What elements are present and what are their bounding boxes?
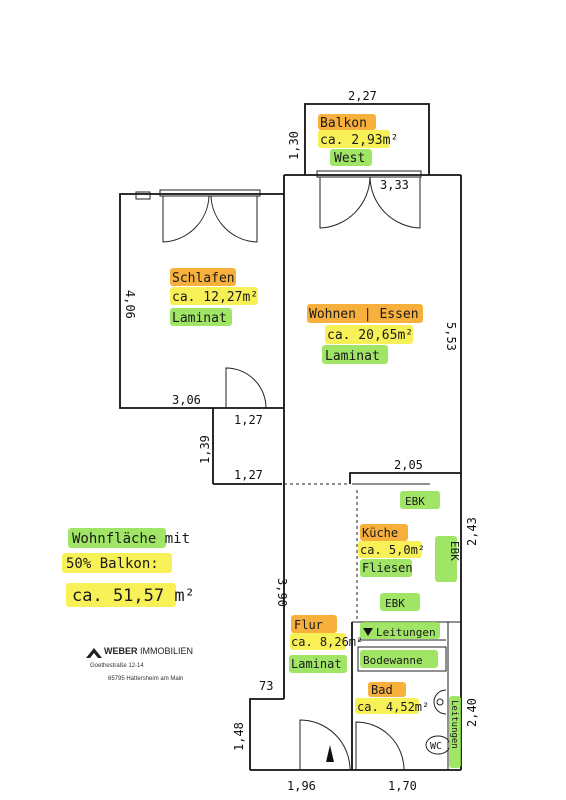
schlafen-area: ca. 12,27m² [172,290,258,305]
dim-kueche-depth: 2,43 [465,517,479,546]
dim-flur-step: 73 [259,679,273,693]
leitungen-side-label: Leitungen [449,700,459,749]
summary-line1: Wohnfläche mit [72,531,190,547]
kitchen-wall [349,472,461,484]
balkon-name: Balkon [320,116,367,131]
leitungen-arrow [363,628,373,636]
weber-immobilien-logo: WEBER IMMOBILIEN Goethestraße 12-14 6579… [84,645,214,690]
sink [433,689,447,715]
summary-line3: ca. 51,57 m² [72,586,195,606]
bad-name: Bad [371,683,393,697]
logo-brand: WEBER IMMOBILIEN [104,646,193,656]
dim-schlafen-width: 3,06 [172,393,201,407]
dim-flur-bottom: 1,48 [232,722,246,751]
walls [119,103,462,771]
bedroom-window-leaf-right [210,195,258,243]
logo-brand-name: WEBER [104,646,138,656]
flur-name: Flur [294,618,323,632]
dim-schlafen-depth: 4,06 [123,290,137,319]
dim-flur-width: 1,96 [287,779,316,793]
fixture-labels: EBK EBK EBK Leitungen Bodewanne Leitunge… [363,495,461,752]
balkon-area: ca. 2,93m² [320,133,398,148]
flur-area: ca. 8,26m² [291,635,363,649]
schlafen-name: Schlafen [172,271,235,286]
entrance-door [299,719,351,771]
dim-wohnen-depth: 5,53 [444,322,458,351]
room-labels: Balkon ca. 2,93m² West Schlafen ca. 12,2… [172,116,429,714]
bedroom-radiator [135,191,151,200]
balcony-door-leaf-left [319,176,371,229]
balcony-door-leaf-right [369,176,421,229]
doors-windows [135,170,451,771]
balkon-note: West [334,151,365,166]
house-logo-icon [86,648,102,658]
ebk-label-side: EBK [448,541,461,561]
bedroom-wall [119,193,284,409]
sink-drain [436,698,444,706]
entrance-arrow [326,745,334,762]
wc-label: WC [430,741,442,752]
bedroom-window-leaf-left [162,195,210,243]
dim-gang-width-a: 1,27 [234,413,263,427]
balcony-wall [304,103,430,175]
dim-gang-depth: 1,39 [198,435,212,464]
dim-flur-depth: 3,90 [275,578,289,607]
dim-balkon-depth: 1,30 [287,131,301,160]
dimension-labels: 2,27 1,30 3,33 5,53 4,06 3,06 1,27 1,39 … [123,89,479,793]
logo-address-line1: Goethestraße 12-14 [90,663,144,669]
dim-bad-width: 1,70 [388,779,417,793]
ebk-label-bottom: EBK [385,597,405,610]
kueche-floor: Fliesen [362,561,413,575]
dim-bad-depth: 2,40 [465,698,479,727]
wohnen-floor: Laminat [325,349,380,364]
logo-brand-suffix: IMMOBILIEN [140,646,194,656]
bodewanne-label: Bodewanne [363,654,423,667]
bedroom-door [225,367,267,409]
wohnen-name: Wohnen | Essen [309,307,419,322]
bath-door [355,721,405,771]
dim-wohnen-width: 3,33 [380,178,409,192]
wohnen-area: ca. 20,65m² [327,328,413,343]
logo-address-line2: 65795 Hattersheim am Main [108,676,184,682]
summary-line2: 50% Balkon: [66,556,159,572]
dim-kueche-width: 2,05 [394,458,423,472]
ebk-label-top: EBK [405,495,425,508]
hall-step-wall [249,698,284,770]
flur-floor: Laminat [291,657,342,671]
highlights [62,114,461,768]
dim-balkon-width: 2,27 [348,89,377,103]
kueche-area: ca. 5,0m² [360,543,425,557]
kueche-name: Küche [362,526,398,540]
balcony-door-frame [316,170,422,178]
bad-area: ca. 4,52m² [357,700,429,714]
bathtub-outline [357,646,447,672]
dim-gang-width-b: 1,27 [234,468,263,482]
leitungen-label: Leitungen [376,626,436,639]
schlafen-floor: Laminat [172,311,227,326]
living-area-summary: Wohnfläche mit 50% Balkon: ca. 51,57 m² [66,531,195,606]
bedroom-window-frame [159,189,261,197]
